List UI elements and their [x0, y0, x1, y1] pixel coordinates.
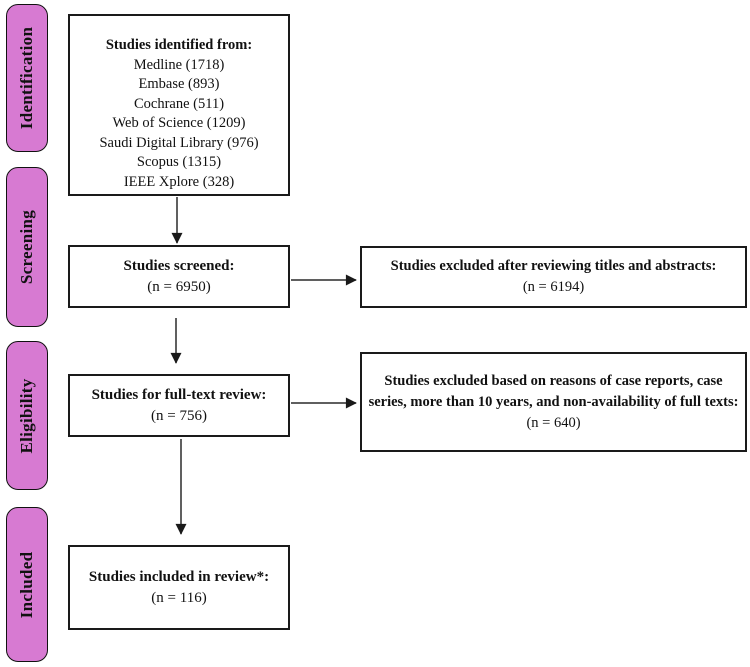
source-item: Medline (1718)	[133, 56, 225, 73]
box-title: Studies screened:	[123, 257, 235, 274]
box-count: (n = 756)	[151, 407, 207, 424]
stage-label: Eligibility	[17, 377, 36, 454]
box-title: Studies excluded based on reasons of cas…	[368, 372, 739, 410]
box-excluded-titles-abstracts: Studies excluded after reviewing titles …	[360, 246, 747, 308]
box-studies-screened: Studies screened: (n = 6950)	[68, 245, 290, 308]
stage-eligibility: Eligibility	[6, 341, 48, 490]
box-excluded-full-text: Studies excluded based on reasons of cas…	[360, 352, 747, 452]
source-item: Web of Science (1209)	[112, 115, 246, 131]
box-title: Studies included in review*:	[88, 568, 270, 585]
source-item: IEEE Xplore (328)	[123, 173, 235, 190]
stage-identification: Identification	[6, 4, 48, 152]
box-count: (n = 6194)	[522, 279, 585, 295]
box-studies-included: Studies included in review*: (n = 116)	[68, 545, 290, 630]
stage-label: Screening	[17, 209, 36, 285]
box-count: (n = 640)	[526, 414, 581, 431]
box-title: Studies excluded after reviewing titles …	[390, 258, 717, 274]
stage-included: Included	[6, 507, 48, 662]
stage-screening: Screening	[6, 167, 48, 327]
stage-label: Identification	[17, 26, 36, 130]
source-item: Cochrane (511)	[133, 95, 225, 112]
source-item: Scopus (1315)	[136, 154, 222, 170]
box-title: Studies identified from:	[105, 37, 253, 53]
stage-label: Included	[17, 551, 36, 618]
box-count: (n = 6950)	[147, 278, 211, 295]
box-count: (n = 116)	[151, 589, 207, 606]
box-studies-identified: Studies identified from: Medline (1718) …	[68, 14, 290, 196]
box-full-text-review: Studies for full-text review: (n = 756)	[68, 374, 290, 437]
source-item: Embase (893)	[138, 76, 220, 92]
source-item: Saudi Digital Library (976)	[99, 134, 259, 151]
box-title: Studies for full-text review:	[91, 386, 267, 403]
